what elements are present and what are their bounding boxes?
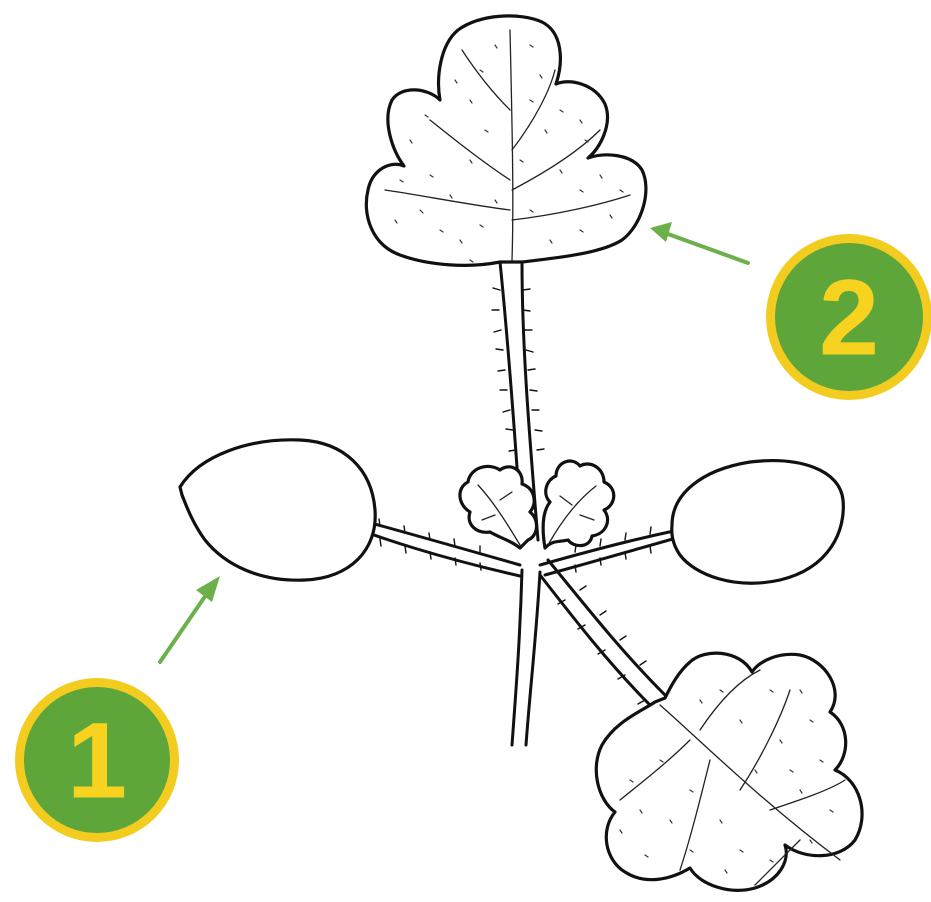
true-leaf-top [366,16,646,265]
young-leaf-left [460,466,537,548]
arrow-to-cotyledon [160,576,220,662]
marker-badge-1: 1 [15,678,179,842]
arrow-to-true-leaf [650,222,748,263]
young-leaf-right [543,461,614,548]
cotyledon-left [180,440,375,580]
cotyledon-right [672,461,844,584]
marker-label-2: 2 [819,257,879,378]
marker-label-1: 1 [67,700,127,821]
marker-badge-2: 2 [766,234,931,400]
